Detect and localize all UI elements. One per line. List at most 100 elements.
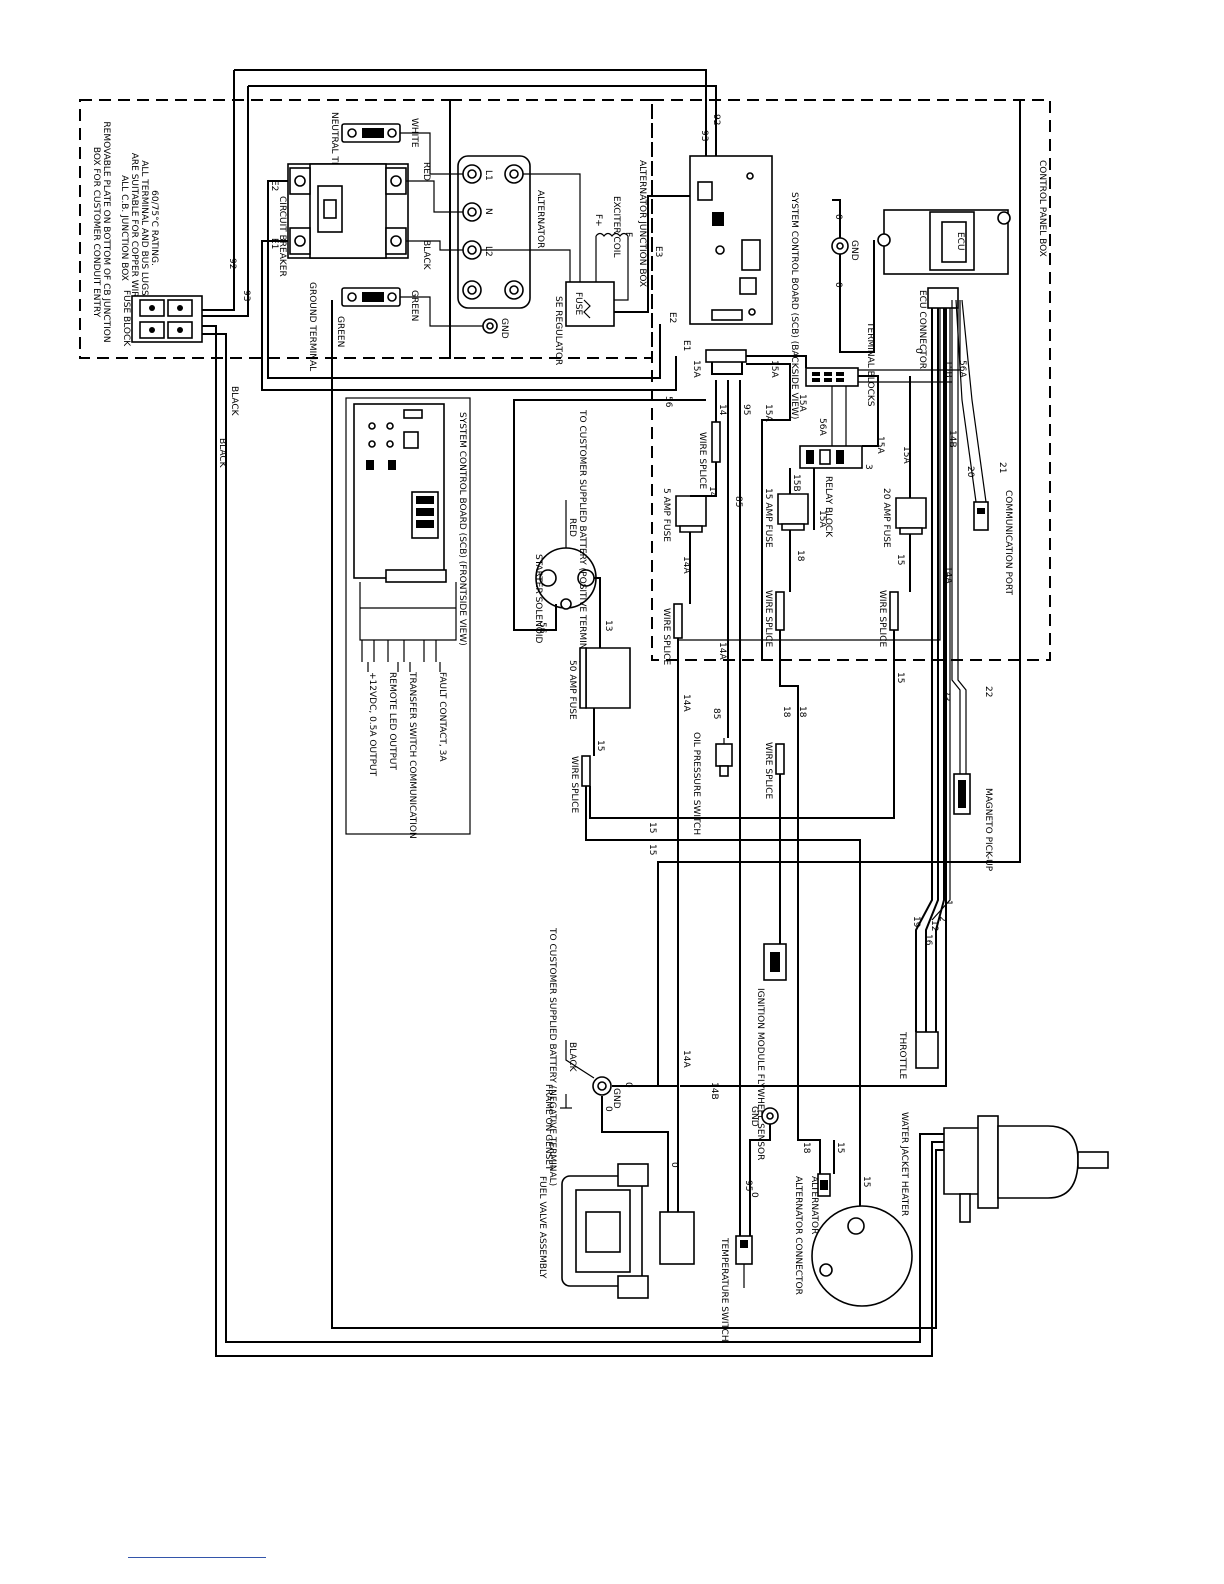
wire-splice-5 (581, 755, 591, 787)
wire-label-93a: 93 (241, 290, 251, 301)
wire-label-2: 2 (937, 916, 947, 922)
fuel-valve-assembly (561, 1163, 695, 1299)
wire-e2 (267, 180, 661, 379)
wire-14b (677, 300, 947, 1212)
wire-tb-right (858, 300, 961, 383)
wire-label-22: 22 (983, 686, 993, 697)
wire-green (331, 300, 944, 1329)
throttle-label: THROTTLE (897, 1031, 907, 1079)
fuse-50amp-label: 50 AMP FUSE (567, 660, 577, 720)
wire-splice-3 (775, 591, 785, 631)
svg-text:ALL TERMINAL AND BUS LUGS: ALL TERMINAL AND BUS LUGS (139, 160, 149, 296)
wire-label-14a-3: 14A (681, 1050, 691, 1068)
communication-port (973, 501, 989, 531)
wire-label-0-d: 0 (749, 1192, 759, 1198)
control-panel-box-label: CONTROL PANEL BOX (1037, 160, 1047, 257)
l1-label: L1 (483, 170, 493, 181)
wire-e3 (614, 195, 690, 313)
wire-label-56a: 56A (817, 418, 827, 436)
wire-label-56b: 56 (663, 396, 673, 408)
l2-label: L2 (483, 246, 493, 257)
wire-green-term (400, 296, 483, 327)
wire-label-14a-2: 14A (681, 694, 691, 712)
wire-label-15a-2: 15A (769, 360, 779, 378)
scb-frontside-enclosure (345, 397, 471, 835)
scb-frontside-board (353, 403, 447, 583)
wire-label-15a-4: 15A (901, 446, 911, 464)
wire-label-15-g: 15 (595, 740, 605, 751)
battery-pos-label: TO CUSTOMER SUPPLIED BATTERY (POSITIVE T… (577, 409, 587, 664)
wire-92-down (202, 70, 235, 311)
exciter-coil-label: EXCITER COIL (611, 196, 621, 257)
wire-label-16: 16 (923, 934, 933, 946)
scb-frontside-label: SYSTEM CONTROL BOARD (SCB) (FRONTSIDE VI… (457, 412, 467, 646)
wire-label-85a: 85 (733, 496, 743, 507)
control-panel-box-outline (651, 99, 1051, 661)
wire-l1-reg (523, 173, 581, 282)
wire-label-e3: E3 (653, 246, 663, 257)
svg-text:ALL C.B. JUNCTION BOX: ALL C.B. JUNCTION BOX (119, 175, 129, 281)
wire-white (400, 132, 463, 175)
wire-label-0-f: 0 (833, 282, 843, 288)
wire-label-92b: 92 (711, 114, 721, 125)
circuit-breaker (287, 163, 409, 259)
alternator-junction-box-label: ALTERNATOR JUNCTION BOX (637, 160, 647, 287)
wire-label-15-a: 15 (895, 554, 905, 565)
wire-0-gnd (832, 199, 875, 353)
wire-22 (957, 300, 967, 774)
oil-pressure-switch (715, 738, 733, 777)
e2-label: E2 (269, 180, 279, 191)
wire-15-heater (585, 786, 861, 1206)
wire-splice-label-3: WIRE SPLICE (763, 590, 773, 647)
black-label-4: BLACK (567, 1042, 577, 1073)
svg-text:REMOVABLE PLATE ON BOTTOM OF C: REMOVABLE PLATE ON BOTTOM OF CB JUNCTION (101, 121, 111, 342)
alternator-small-label: ALTERNATOR (809, 1176, 819, 1234)
red-label-2: RED (567, 518, 577, 537)
battery-neg-label: TO CUSTOMER SUPPLIED BATTERY (NEGATIVE T… (547, 927, 557, 1186)
svg-text:BOX FOR CUSTOMER CONDUIT ENTRY: BOX FOR CUSTOMER CONDUIT ENTRY (91, 147, 101, 318)
ground-terminal (341, 287, 401, 307)
wire-splice-6 (775, 743, 785, 775)
wire-23 (951, 300, 961, 774)
red-label: RED (421, 162, 431, 181)
wire-15a-20amp (858, 375, 911, 498)
wire-splice-label-6: WIRE SPLICE (763, 742, 773, 799)
fuse-15amp (777, 493, 809, 531)
communication-port-label: COMMUNICATION PORT (1003, 490, 1013, 596)
fuse-block-label: FUSE BLOCK (121, 290, 131, 347)
wire-label-15a-3: 15A (875, 436, 885, 454)
wire-splice-label-1: WIRE SPLICE (697, 432, 707, 489)
fuse-50amp (579, 647, 631, 709)
wire-label-14a-4: 14A (717, 642, 727, 660)
wire-splice-label-4: WIRE SPLICE (877, 590, 887, 647)
wire-label-0-g: 0 (913, 348, 923, 354)
temperature-switch-label: TEMPERATURE SWITCH (719, 1237, 729, 1342)
fuse-20amp (895, 497, 927, 535)
wire-label-15-c: 15 (647, 822, 657, 833)
wire-label-0-a: 0 (623, 1082, 633, 1088)
wire-label-93b: 93 (699, 130, 709, 141)
wire-scb-conn (711, 356, 743, 375)
wire-20 (955, 299, 977, 503)
wire-label-14a: 14 (717, 404, 727, 416)
wire-label-14b: 14 (707, 486, 717, 498)
exciter-coil (595, 232, 629, 237)
e1-label: E1 (269, 238, 279, 249)
ecu-label: ECU (955, 232, 965, 251)
se-regulator-label: SE REGULATOR (553, 296, 563, 365)
starter-solenoid-label: STARTER SOLENOID (533, 554, 543, 644)
dc-output-label: +12VDC, 0.5A OUTPUT (367, 672, 377, 777)
wire-56 (513, 399, 706, 631)
starter-solenoid (535, 547, 597, 610)
wire-14 (690, 380, 717, 497)
wire-label-15-f: 15 (835, 1142, 845, 1153)
frame-on-genset-label: FRAME ON GENSET (543, 1084, 553, 1171)
throttle-connector (915, 1031, 939, 1069)
wire-label-15a-5: 15A (763, 404, 773, 422)
relay-block (799, 445, 863, 469)
wire-0-frame (612, 100, 1021, 1087)
black-label-1: BLACK (421, 240, 431, 271)
wire-18 (779, 530, 821, 1174)
green-label-3: GREEN (335, 316, 345, 347)
scb-connector (705, 349, 747, 363)
